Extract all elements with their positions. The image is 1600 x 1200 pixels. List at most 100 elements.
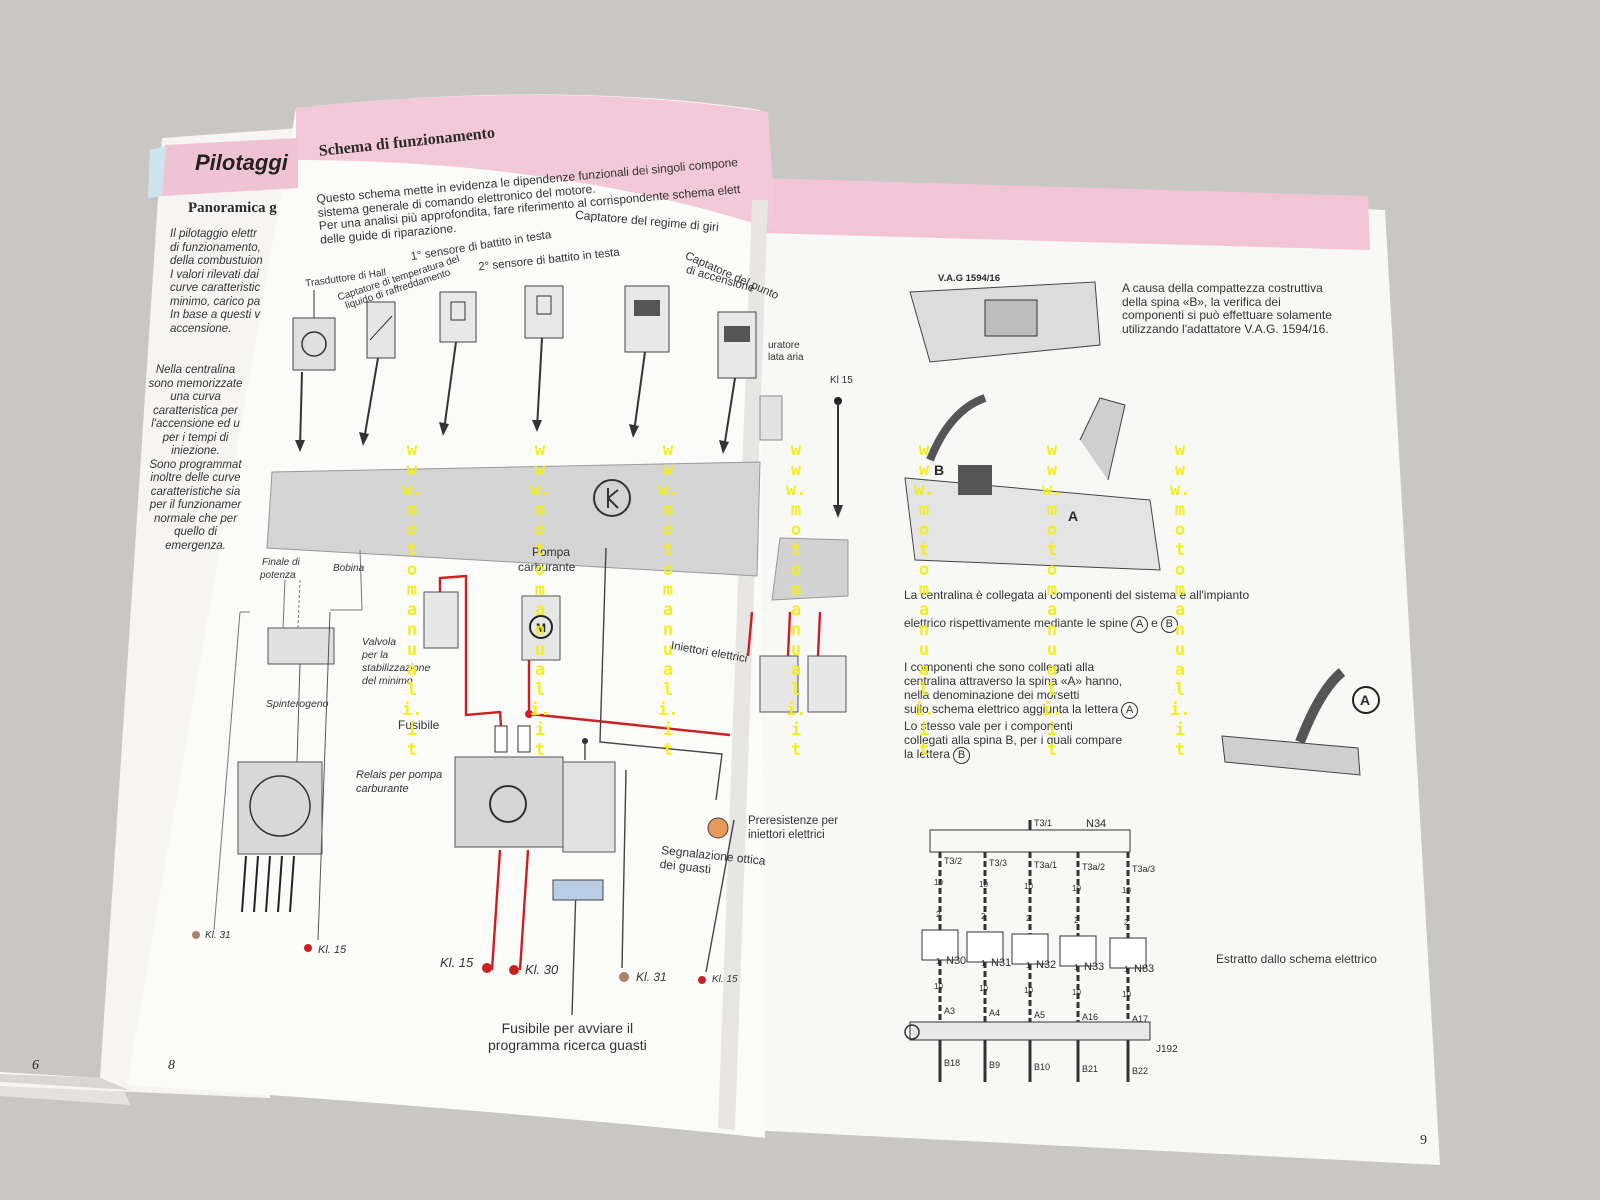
left-page-para1: Il pilotaggio elettr di funzionamento, d… <box>170 228 263 336</box>
injector-1 <box>759 655 799 713</box>
text-line: Fusibile per avviare il <box>501 1020 634 1036</box>
text-line: curve caratteristic <box>170 282 261 294</box>
schem-wire-2: 2 <box>1074 916 1079 925</box>
text-line: collegati alla spina B, per i quali comp… <box>904 733 1123 747</box>
injector-driver-box <box>771 537 849 601</box>
label-pompa-2: carburante <box>518 560 576 574</box>
schem-wire-10: 10 <box>1072 884 1081 893</box>
sensor-rpm <box>624 285 670 438</box>
right-page <box>710 178 1440 1165</box>
schem-wire-10: 10 <box>979 880 988 889</box>
plug-a-symbol: A <box>1131 616 1149 633</box>
adapter-label: V.A.G 1594/16 <box>938 273 1000 284</box>
schem-top-t31: T3/1 <box>1034 818 1053 828</box>
label-relais: Relais per pompa carburante <box>356 768 442 796</box>
text-line: una curva <box>170 391 221 403</box>
label-finale-1: Finale di <box>262 557 300 568</box>
text-line: per i tempi di <box>162 431 229 444</box>
text-line: quello di <box>174 526 217 538</box>
connection-text-2-body: elettrico rispettivamente mediante le sp… <box>904 616 1129 630</box>
connection-text-1: La centralina è collegata ai componenti … <box>904 588 1250 602</box>
plug-a-symbol: A <box>1121 702 1139 719</box>
text-line-body: la lettera <box>904 747 951 761</box>
ecu-transistor-symbol <box>593 479 631 517</box>
plug-a-drawing <box>1221 668 1380 776</box>
spine-shadow <box>718 200 768 1130</box>
kl31-left-terminal <box>192 931 200 939</box>
text-line: Valvola <box>362 636 397 648</box>
text-line: nella denominazione dei morsetti <box>904 688 1080 702</box>
schem-col5-top: T3a/3 <box>1132 864 1156 874</box>
components-text: I componenti che sono collegati alla cen… <box>904 660 1141 764</box>
left-page-subheading: Panoramica g <box>188 200 277 216</box>
text-line-body: sullo schema elettrico aggiunta la lette… <box>904 702 1119 716</box>
text-line: accensione. <box>170 322 232 335</box>
text-line: caratteristica per <box>152 404 238 417</box>
text-line: Relais per pompa <box>356 769 443 781</box>
diagnostic-fuse <box>552 879 604 901</box>
schematic-caption: Estratto dallo schema elettrico <box>1216 952 1377 966</box>
text-line: I valori rilevati dai <box>170 268 259 281</box>
terminal-kl15-b: Kl. 15 <box>440 955 474 970</box>
schem-col1-top: T3/2 <box>944 856 963 866</box>
text-line: centralina attraverso la spina «A» hanno… <box>904 674 1123 688</box>
kl15-b-terminal <box>482 963 492 973</box>
sensor-ignition <box>717 311 757 454</box>
watermark: www.motomanuali.it <box>658 440 679 760</box>
relay-coil-box <box>562 761 616 853</box>
terminal-kl15-left: Kl. 15 <box>318 944 347 956</box>
text-line: stabilizzazione <box>362 662 431 674</box>
text-line: Sono programmat <box>149 458 242 471</box>
text-line: per la <box>362 649 389 661</box>
label-fusibile-bottom: Fusibile per avviare il programma ricerc… <box>488 1020 647 1054</box>
terminal-kl31-b: Kl. 31 <box>636 970 667 984</box>
right-pink-band <box>760 178 1370 250</box>
schem-wire-1: 1 <box>936 957 941 966</box>
air-sensor-box <box>759 395 783 441</box>
label-spinterogeno: Spinterogeno <box>266 698 329 710</box>
text-line: del minimo <box>362 675 413 687</box>
middle-pink-band <box>296 94 776 230</box>
schem-ecu-label: J192 <box>1156 1044 1178 1055</box>
schem-col3-inj: N32 <box>1036 959 1057 971</box>
label-bobina: Bobina <box>333 563 365 574</box>
sensor-temperature <box>359 301 396 446</box>
text-line: di funzionamento, <box>170 241 261 254</box>
sensor-knock-1 <box>439 291 477 436</box>
text-line: inoltre delle curve <box>150 472 241 484</box>
text-line: per il funzionamer <box>149 499 242 511</box>
fuse-2 <box>517 725 531 753</box>
pump-motor-symbol: M <box>536 621 546 635</box>
text-line: programma ricerca guasti <box>488 1037 647 1053</box>
text-line: l'accensione ed u <box>151 418 240 430</box>
kl15-left-terminal <box>304 944 312 952</box>
schem-col4-a: A16 <box>1082 1012 1099 1022</box>
text-line: caratteristiche sia <box>150 485 241 498</box>
schem-col2-top: T3/3 <box>989 858 1008 868</box>
schem-top-n34: N34 <box>1086 818 1107 830</box>
schem-wire-2: 2 <box>1026 914 1031 923</box>
text-line: della combustuion <box>170 255 263 267</box>
schem-col5-a: A17 <box>1132 1014 1149 1024</box>
connection-and: e <box>1151 616 1158 630</box>
warning-lamp <box>707 817 729 839</box>
injector-schematic <box>904 820 1151 1082</box>
schem-col1-b: B18 <box>944 1058 961 1068</box>
injector-2 <box>807 655 847 713</box>
adapter-text: A causa della compattezza costruttiva de… <box>1122 281 1332 336</box>
left-pink-band <box>162 138 298 196</box>
watermark: www.motomanuali.it <box>1042 440 1063 760</box>
plug-b-label: B <box>934 462 945 478</box>
schem-col2-b: B9 <box>989 1060 1001 1070</box>
connection-text-2: elettrico rispettivamente mediante le sp… <box>904 616 1181 633</box>
text-line: Il pilotaggio elettr <box>170 228 257 240</box>
terminal-kl30: Kl. 30 <box>525 962 559 977</box>
text-line: iniezione. <box>171 445 220 457</box>
text-line: carburante <box>356 783 409 795</box>
label-air-2: lata aria <box>768 352 804 363</box>
terminal-kl15-c: Kl. 15 <box>712 974 738 985</box>
page-number-9: 9 <box>1420 1133 1427 1148</box>
ecu-plug-drawing <box>904 394 1161 571</box>
